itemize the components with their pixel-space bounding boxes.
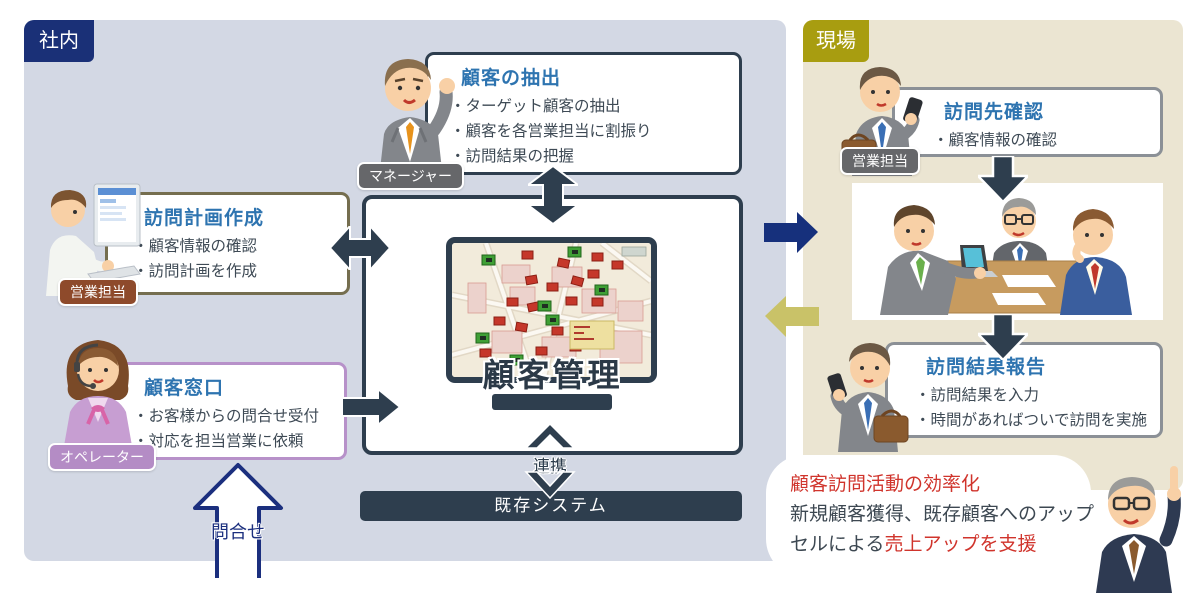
- visit-plan-title: 訪問計画作成: [144, 208, 265, 229]
- advisor-illustration: [1096, 466, 1181, 593]
- visit-check-bullet: ・顧客情報の確認: [933, 132, 1058, 149]
- benefit-callout-bubble: 顧客訪問活動の効率化 新規顧客獲得、既存顧客へのアップ セルによる売上アップを支…: [766, 455, 1095, 577]
- extraction-bullet: ・ターゲット顧客の抽出: [450, 98, 621, 115]
- callout-body-red: 売上アップを支援: [884, 534, 1037, 555]
- sales-rep-tag-field: 営業担当: [840, 147, 920, 175]
- meeting-illustration: [880, 198, 1132, 315]
- visit-check-title: 訪問先確認: [944, 102, 1045, 123]
- office-panel-label: 社内: [24, 20, 94, 62]
- customer-extraction-box: 顧客の抽出 ・ターゲット顧客の抽出 ・顧客を各営業担当に割振り ・訪問結果の把握: [425, 52, 742, 175]
- crm-monitor: [446, 237, 657, 383]
- map-tooltip: [569, 320, 615, 350]
- inquiry-arrow: [193, 463, 283, 578]
- visit-plan-bullet: ・訪問計画を作成: [133, 263, 258, 280]
- manager-illustration: [380, 59, 455, 170]
- callout-body-dark: セルによる: [790, 534, 885, 555]
- callout-body-line: セルによる売上アップを支援: [790, 530, 1091, 560]
- operator-tag: オペレーター: [48, 443, 156, 471]
- customer-desk-title: 顧客窓口: [144, 378, 225, 399]
- customer-desk-bullet: ・お客様からの問合せ受付: [133, 408, 320, 425]
- visit-report-title: 訪問結果報告: [926, 357, 1047, 378]
- monitor-stand: [492, 394, 612, 410]
- sales-rep-tag-office: 営業担当: [58, 278, 138, 306]
- meeting-illustration-box: [852, 183, 1163, 320]
- customer-extraction-title: 顧客の抽出: [461, 68, 562, 89]
- extraction-bullet: ・訪問結果の把握: [450, 148, 575, 165]
- visit-plan-bullet: ・顧客情報の確認: [133, 238, 258, 255]
- link-double-arrow: [524, 422, 576, 500]
- inquiry-label: 問合せ: [211, 522, 265, 542]
- extraction-bullet: ・顧客を各営業担当に割振り: [450, 123, 652, 140]
- arrow-extraction-crm: [528, 166, 578, 224]
- reporting-sales-illustration: [827, 343, 909, 452]
- arrow-desk-crm: [342, 389, 400, 425]
- customer-map-illustration: [452, 243, 651, 377]
- visit-check-box: 訪問先確認 ・顧客情報の確認: [892, 87, 1163, 157]
- manager-tag: マネージャー: [357, 162, 465, 190]
- visit-report-bullet: ・訪問結果を入力: [915, 387, 1040, 404]
- callout-headline: 顧客訪問活動の効率化: [790, 474, 981, 495]
- arrow-check-to-meeting: [978, 156, 1028, 202]
- operator-illustration: [64, 340, 132, 446]
- visit-report-bullet: ・時間があればついで訪問を実施: [915, 412, 1148, 429]
- arrow-office-to-field: [764, 212, 818, 253]
- crm-title: 顧客管理: [482, 357, 623, 393]
- callout-body-line: 新規顧客獲得、既存顧客へのアップ: [790, 504, 1095, 525]
- field-panel-label: 現場: [803, 20, 869, 62]
- arrow-field-to-office: [765, 296, 819, 337]
- customer-desk-bullet: ・対応を担当営業に依頼: [133, 433, 304, 450]
- sales-at-pc-illustration: [46, 183, 141, 296]
- arrow-plan-crm: [330, 226, 390, 270]
- arrow-meeting-to-report: [978, 314, 1028, 360]
- visit-report-box: 訪問結果報告 ・訪問結果を入力 ・時間があればついで訪問を実施: [885, 342, 1163, 438]
